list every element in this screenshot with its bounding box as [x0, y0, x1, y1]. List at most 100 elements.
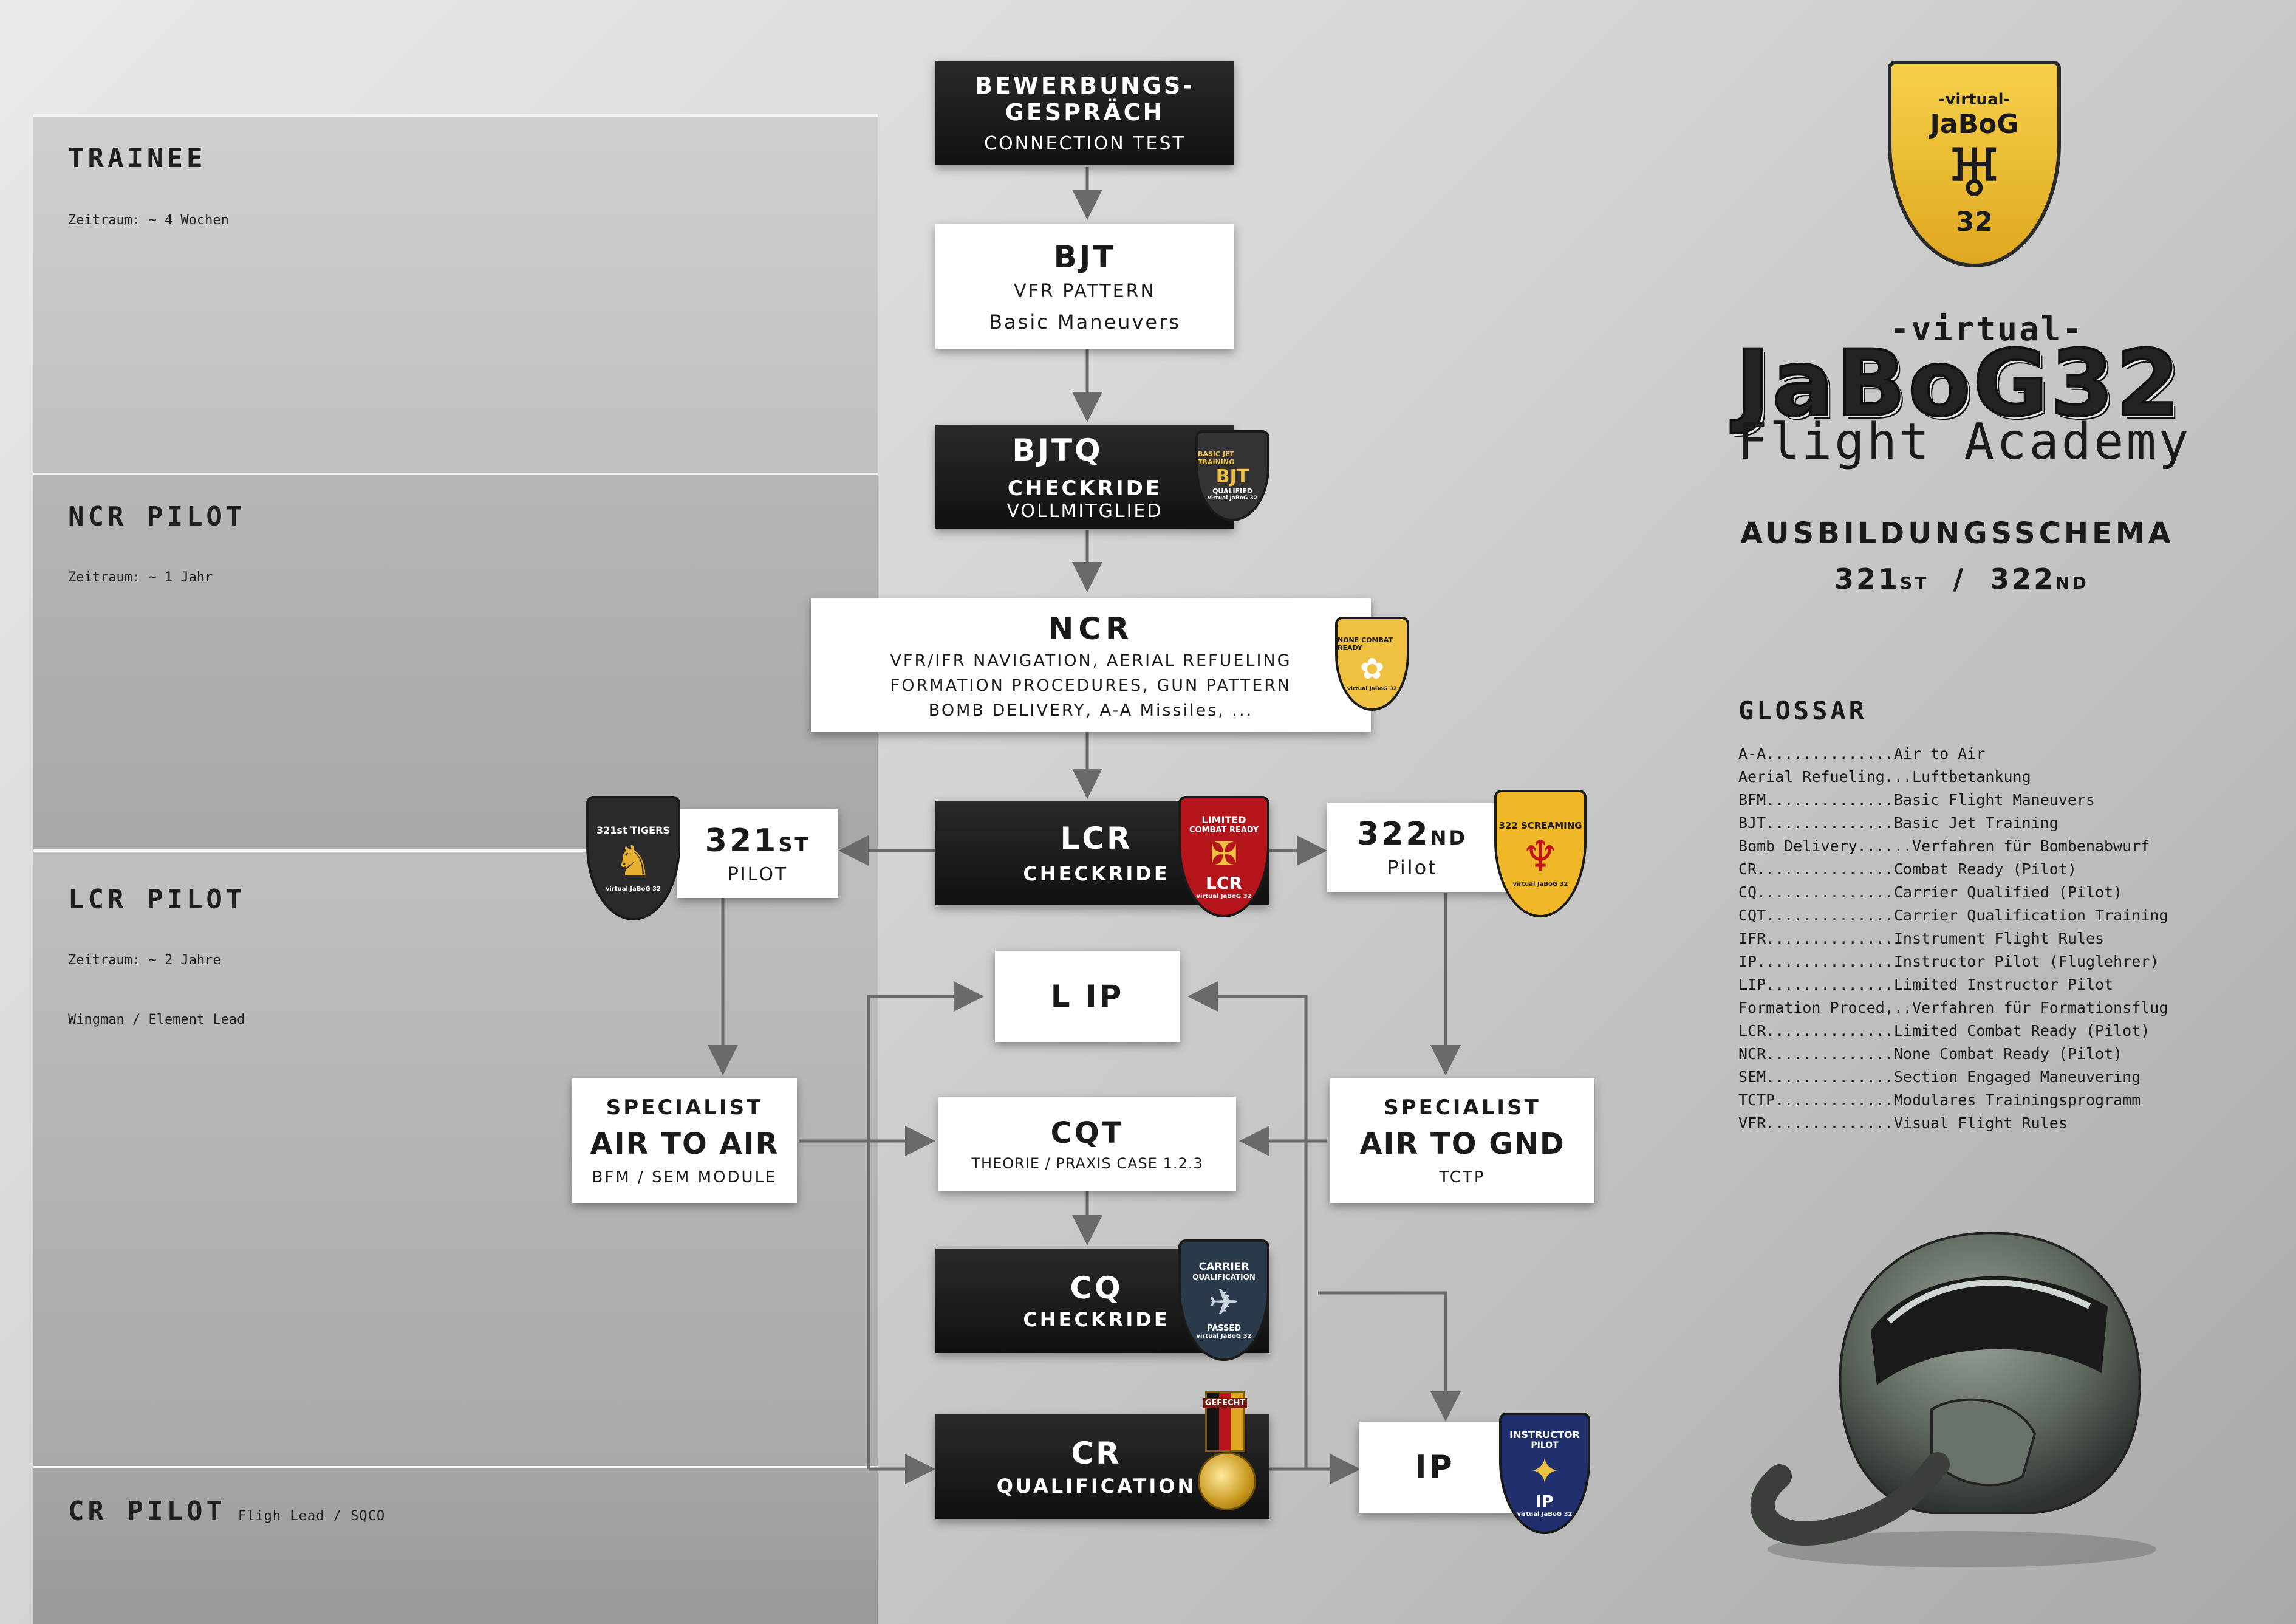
- band-divider: [33, 114, 878, 117]
- ncr-line1: VFR/IFR NAVIGATION, AERIAL REFUELING: [890, 651, 1292, 670]
- glossary-entry: Bomb Delivery......Verfahren für Bombena…: [1738, 837, 2150, 855]
- box-321-pilot: 321ST PILOT: [677, 809, 838, 898]
- glossary-entry: BFM..............Basic Flight Maneuvers: [1738, 791, 2095, 809]
- eagle-crest-icon: ♅: [1944, 134, 2004, 212]
- ncr-line2: FORMATION PROCEDURES, GUN PATTERN: [890, 676, 1292, 695]
- cq-title: CQ: [1070, 1270, 1123, 1306]
- level-lcr-duration: Zeitraum: ~ 2 Jahre: [68, 953, 221, 968]
- bjtq-line2: VOLLMITGLIED: [1006, 500, 1163, 522]
- ncr-badge: NONE COMBAT READY ✿ virtual JaBoG 32: [1335, 617, 1409, 711]
- glossary-entry: Formation Proced,..Verfahren für Formati…: [1738, 999, 2168, 1016]
- p321-title: 321: [705, 822, 779, 859]
- p322-line1: Pilot: [1387, 856, 1438, 879]
- glossary-entry: CR...............Combat Ready (Pilot): [1738, 860, 2077, 878]
- bjtq-badge: BASIC JET TRAINING BJT QUALIFIED virtual…: [1195, 430, 1269, 521]
- p321-sup: ST: [778, 832, 811, 856]
- ncr-badge-top: NONE COMBAT READY: [1338, 636, 1393, 652]
- box-specialist-gnd: SPECIALIST AIR TO GND TCTP: [1330, 1078, 1594, 1203]
- ip-badge-sub: PILOT: [1531, 1441, 1559, 1450]
- medal-ribbon-label: GEFECHT: [1203, 1398, 1248, 1408]
- lcr-badge-sub: COMBAT READY: [1189, 825, 1259, 835]
- schema-squadrons: 321ST / 322ND: [1834, 563, 2089, 595]
- bjtq-badge-footer: virtual JaBoG 32: [1208, 495, 1257, 501]
- schema-s2: ND: [2055, 573, 2089, 593]
- pilot-helmet-icon: [1750, 1232, 2156, 1567]
- glossary-entry: IFR..............Instrument Flight Rules: [1738, 930, 2105, 947]
- bjt-line1: VFR PATTERN: [1014, 280, 1156, 302]
- tigers-badge: 321st TIGERS ♞ virtual JaBoG 32: [586, 796, 680, 920]
- level-lcr: LCR PILOT: [68, 884, 246, 915]
- bewerbung-line1: BEWERBUNGS-: [974, 72, 1195, 99]
- schema-s1: ST: [1900, 573, 1929, 593]
- bewerbung-line3: CONNECTION TEST: [984, 132, 1186, 154]
- medal-icon: GEFECHT: [1192, 1391, 1259, 1525]
- cq-badge: CARRIER QUALIFICATION ✈ PASSED virtual J…: [1178, 1239, 1269, 1361]
- band-divider: [33, 849, 878, 852]
- cq-badge-footer: virtual JaBoG 32: [1196, 1333, 1252, 1340]
- lcr-badge-main: LCR: [1206, 872, 1242, 893]
- bjtq-badge-top: BASIC JET TRAINING: [1198, 450, 1235, 466]
- title-jabog: JaBoG32: [1735, 330, 2182, 438]
- cqt-title: CQT: [1050, 1115, 1124, 1150]
- cr-band: [33, 1467, 878, 1624]
- lcr-line1: CHECKRIDE: [1023, 862, 1170, 885]
- box-cqt: CQT THEORIE / PRAXIS CASE 1.2.3: [938, 1097, 1236, 1191]
- ncr-badge-footer: virtual JaBoG 32: [1347, 685, 1397, 692]
- schema-n2: 322: [1990, 563, 2056, 595]
- ncr-line3: BOMB DELIVERY, A-A Missiles, ...: [928, 701, 1254, 720]
- dragon-icon: ♆: [1521, 831, 1560, 881]
- box-ncr: NCR VFR/IFR NAVIGATION, AERIAL REFUELING…: [811, 598, 1371, 732]
- bjtq-line1: CHECKRIDE: [1007, 476, 1163, 501]
- title-virtual: -virtual-: [1890, 310, 2084, 348]
- bewerbung-line2: GESPRÄCH: [1005, 98, 1165, 126]
- box-bjtq: BJTQ CHECKRIDE VOLLMITGLIED: [935, 425, 1234, 529]
- level-cr-name: CR PILOT: [68, 1496, 226, 1527]
- ip-badge-top: INSTRUCTOR: [1509, 1429, 1580, 1441]
- cq-badge-top: CARRIER: [1198, 1261, 1249, 1273]
- box-lip: L IP: [995, 951, 1180, 1042]
- p321-line1: PILOT: [727, 863, 788, 885]
- bjtq-badge-main: BJT: [1215, 466, 1249, 487]
- tigers-badge-footer: virtual JaBoG 32: [605, 885, 661, 893]
- bjt-line2: Basic Maneuvers: [989, 310, 1181, 334]
- glossary-entry: Aerial Refueling...Luftbetankung: [1738, 768, 2031, 786]
- schema-title: AUSBILDUNGSSCHEMA: [1740, 516, 2175, 550]
- cross-icon: ✦: [1529, 1450, 1560, 1493]
- lcr-badge-footer: virtual JaBoG 32: [1196, 893, 1252, 900]
- spec-air-title: AIR TO AIR: [590, 1126, 779, 1161]
- lcr-title: LCR: [1060, 821, 1133, 856]
- band-divider: [33, 473, 878, 475]
- jet-icon: ✈: [1208, 1281, 1240, 1324]
- cqt-line1: THEORIE / PRAXIS CASE 1.2.3: [971, 1154, 1203, 1172]
- bjt-title: BJT: [1053, 239, 1116, 275]
- glossary-entry: VFR..............Visual Flight Rules: [1738, 1114, 2068, 1132]
- spec-air-line1: SPECIALIST: [606, 1095, 764, 1120]
- tigers-badge-top: 321st TIGERS: [596, 824, 670, 836]
- arrow-cq-ip: [1318, 1291, 1461, 1422]
- spec-gnd-line1: SPECIALIST: [1384, 1095, 1541, 1120]
- level-ncr: NCR PILOT: [68, 501, 246, 532]
- eagle-icon: ✠: [1210, 834, 1238, 873]
- cr-title: CR: [1071, 1436, 1122, 1471]
- glossary-entry: IP...............Instructor Pilot (Flugl…: [1738, 953, 2159, 970]
- dragon-badge: 322 SCREAMING ♆ virtual JaBoG 32: [1494, 790, 1587, 917]
- lip-title: L IP: [1050, 979, 1124, 1014]
- p322-title: 322: [1357, 816, 1430, 852]
- flower-icon: ✿: [1359, 651, 1385, 686]
- cq-badge-main: PASSED: [1206, 1324, 1242, 1333]
- spec-gnd-title: AIR TO GND: [1359, 1126, 1565, 1161]
- level-trainee-duration: Zeitraum: ~ 4 Wochen: [68, 213, 229, 228]
- level-ncr-duration: Zeitraum: ~ 1 Jahr: [68, 570, 213, 585]
- level-lcr-roles: Wingman / Element Lead: [68, 1012, 245, 1027]
- p322-sup: ND: [1430, 826, 1467, 849]
- glossary-entry: LIP..............Limited Instructor Pilo…: [1738, 976, 2114, 993]
- spec-air-line2: BFM / SEM MODULE: [592, 1168, 777, 1187]
- lcr-badge-top: LIMITED: [1201, 814, 1246, 826]
- title-flight-academy: Flight Academy: [1737, 413, 2192, 471]
- jabog-crest-logo: -virtual- JaBoG ♅ 32: [1888, 61, 2061, 267]
- tiger-icon: ♞: [614, 835, 652, 886]
- glossary-title: GLOSSAR: [1738, 696, 1868, 725]
- ncr-title: NCR: [1048, 611, 1134, 646]
